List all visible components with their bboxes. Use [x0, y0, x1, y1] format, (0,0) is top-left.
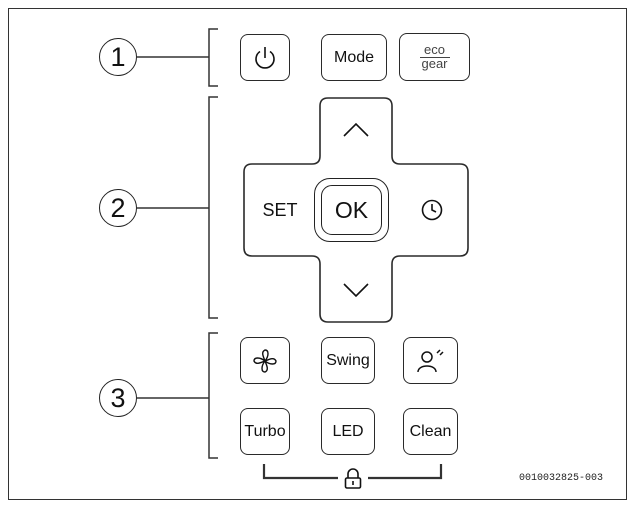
power-icon	[255, 46, 275, 69]
padlock-icon	[344, 468, 362, 489]
chevron-up-icon	[343, 122, 369, 137]
swing-button-label: Swing	[326, 351, 370, 369]
chevron-down-icon	[343, 283, 369, 298]
down-button[interactable]	[330, 264, 382, 316]
eco-gear-button[interactable]: eco gear	[399, 33, 470, 81]
eco-label: eco	[419, 43, 450, 58]
clock-icon	[421, 199, 443, 221]
set-button-label: SET	[262, 199, 298, 220]
bracket-group-3	[208, 332, 218, 459]
follow-me-button[interactable]	[403, 337, 458, 384]
ok-button[interactable]: OK	[314, 178, 389, 242]
gear-label: gear	[421, 56, 448, 71]
callout-1-label: 1	[110, 41, 126, 72]
clean-button-label: Clean	[409, 422, 452, 440]
led-button[interactable]: LED	[321, 408, 375, 455]
callout-3-label: 3	[110, 382, 126, 413]
callout-2: 2	[99, 189, 137, 227]
bracket-group-2	[208, 96, 218, 319]
timer-button[interactable]	[404, 186, 460, 234]
swing-button[interactable]: Swing	[321, 337, 375, 384]
up-button[interactable]	[330, 104, 382, 156]
bracket-group-1	[208, 28, 218, 87]
person-sensor-icon	[416, 348, 444, 372]
mode-button-label: Mode	[333, 48, 375, 66]
fan-icon	[253, 348, 277, 373]
callout-1: 1	[99, 38, 137, 76]
ok-button-label: OK	[334, 196, 369, 223]
turbo-button-label: Turbo	[244, 422, 286, 440]
document-id: 0010032825-003	[519, 473, 604, 484]
set-button[interactable]: SET	[250, 186, 310, 234]
ok-button-inner: OK	[321, 185, 382, 235]
led-button-label: LED	[332, 422, 364, 440]
lock-bracket-right	[368, 464, 443, 480]
power-button[interactable]	[240, 34, 290, 81]
lock-bracket-left	[262, 464, 338, 480]
fan-button[interactable]	[240, 337, 290, 384]
callout-3: 3	[99, 379, 137, 417]
mode-button[interactable]: Mode	[321, 34, 387, 81]
callout-2-label: 2	[110, 192, 126, 223]
turbo-button[interactable]: Turbo	[240, 408, 290, 455]
clean-button[interactable]: Clean	[403, 408, 458, 455]
